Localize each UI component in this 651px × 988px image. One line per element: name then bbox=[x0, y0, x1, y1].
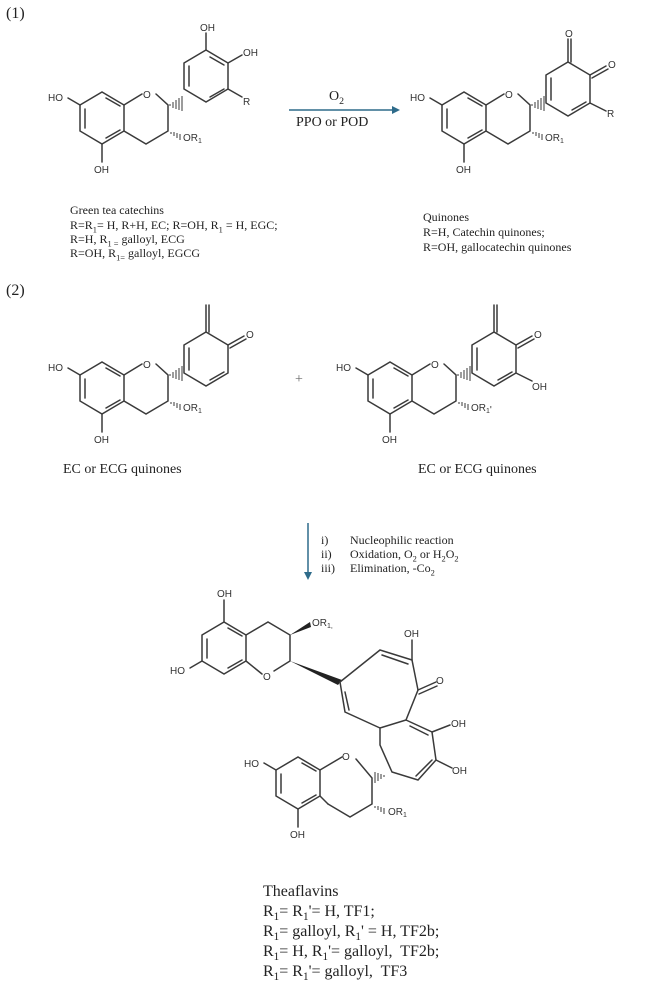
svg-text:OR1: OR1 bbox=[388, 807, 407, 819]
svg-text:O: O bbox=[143, 360, 151, 371]
reagent-enzyme: PPO or POD bbox=[296, 115, 369, 130]
svg-text:OH: OH bbox=[200, 23, 215, 34]
svg-text:OH: OH bbox=[94, 435, 109, 446]
svg-text:R: R bbox=[243, 97, 250, 108]
svg-text:OH: OH bbox=[451, 719, 466, 730]
svg-text:OH: OH bbox=[290, 830, 305, 841]
atom-O: O bbox=[143, 90, 151, 101]
theaflavin-caption-line-3: R1= H, R1'= galloyl, TF2b; bbox=[263, 943, 440, 964]
theaflavin-caption-line-1: R1= R1'= H, TF1; bbox=[263, 903, 375, 924]
svg-text:HO: HO bbox=[170, 666, 185, 677]
reagent-oxygen: O2 bbox=[329, 89, 345, 107]
svg-text:OR1: OR1 bbox=[183, 133, 202, 145]
svg-text:OH: OH bbox=[382, 435, 397, 446]
step-1-num: i) bbox=[321, 533, 329, 547]
svg-text:O: O bbox=[246, 330, 254, 341]
quinone-caption-line-2: R=OH, gallocatechin quinones bbox=[423, 240, 572, 254]
svg-text:OR1: OR1 bbox=[183, 403, 202, 415]
section-label-1: (1) bbox=[6, 5, 25, 22]
svg-text:HO: HO bbox=[410, 93, 425, 104]
svg-text:R: R bbox=[607, 109, 614, 120]
svg-text:OH: OH bbox=[94, 165, 109, 176]
right-quinone-label: EC or ECG quinones bbox=[418, 462, 537, 477]
svg-text:OR1': OR1' bbox=[471, 403, 492, 416]
svg-text:OR1: OR1 bbox=[545, 133, 564, 145]
svg-text:HO: HO bbox=[336, 363, 351, 374]
theaflavin-caption-line-2: R1= galloyl, R1' = H, TF2b; bbox=[263, 923, 440, 944]
svg-text:HO: HO bbox=[48, 93, 63, 104]
svg-text:O: O bbox=[436, 676, 444, 687]
svg-text:O: O bbox=[534, 330, 542, 341]
step-1-text: Nucleophilic reaction bbox=[350, 533, 454, 547]
svg-text:HO: HO bbox=[244, 759, 259, 770]
catechin-caption-line-2: R=H, R1 = galloyl, ECG bbox=[70, 232, 185, 249]
svg-text:OH: OH bbox=[452, 766, 467, 777]
theaflavin-structure: OH HO O OR1, OH O OH OH O HO OH bbox=[170, 589, 467, 841]
svg-text:OH: OH bbox=[243, 48, 258, 59]
step-3-text: Elimination, -Co2 bbox=[350, 561, 435, 578]
catechin-structure: O HO OH OR1 OH OH R bbox=[48, 23, 258, 176]
svg-text:OH: OH bbox=[217, 589, 232, 600]
step-3-num: iii) bbox=[321, 561, 335, 575]
svg-text:OH: OH bbox=[456, 165, 471, 176]
catechin-caption-title: Green tea catechins bbox=[70, 203, 164, 217]
step-2-num: ii) bbox=[321, 547, 332, 561]
svg-text:O: O bbox=[263, 672, 271, 683]
svg-text:OH: OH bbox=[404, 629, 419, 640]
quinone-structure: O HO OH OR1 O O R bbox=[410, 29, 616, 176]
quinone-caption-line-1: R=H, Catechin quinones; bbox=[423, 225, 545, 239]
ec-quinone-left-structure: O HO OH OR1 O bbox=[48, 304, 254, 446]
svg-text:O: O bbox=[342, 752, 350, 763]
quinone-caption-title: Quinones bbox=[423, 210, 469, 224]
left-quinone-label: EC or ECG quinones bbox=[63, 462, 182, 477]
section-label-2: (2) bbox=[6, 282, 25, 299]
ec-quinone-right-structure: O HO OH OR1' O OH bbox=[336, 304, 547, 446]
svg-text:O: O bbox=[565, 29, 573, 40]
catechin-caption-line-1: R=R1= H, R+H, EC; R=OH, R1 = H, EGC; bbox=[70, 218, 278, 235]
svg-text:O: O bbox=[505, 90, 513, 101]
plus-sign: + bbox=[295, 372, 303, 387]
step-2-text: Oxidation, O2 or H2O2 bbox=[350, 547, 459, 564]
svg-text:OR1,: OR1, bbox=[312, 618, 333, 630]
svg-text:O: O bbox=[608, 60, 616, 71]
catechin-caption-line-3: R=OH, R1= galloyl, EGCG bbox=[70, 246, 201, 263]
svg-text:HO: HO bbox=[48, 363, 63, 374]
svg-text:O: O bbox=[431, 360, 439, 371]
svg-text:OH: OH bbox=[532, 382, 547, 393]
theaflavin-caption-line-4: R1= R1'= galloyl, TF3 bbox=[263, 963, 408, 984]
theaflavin-caption-title: Theaflavins bbox=[263, 883, 339, 900]
